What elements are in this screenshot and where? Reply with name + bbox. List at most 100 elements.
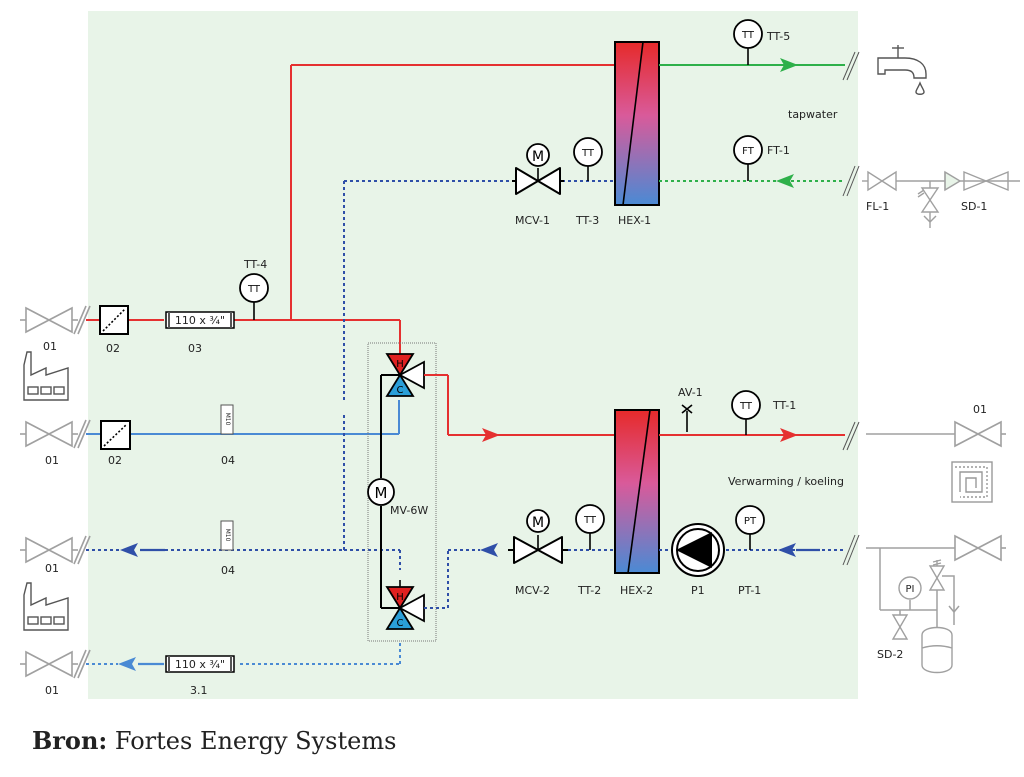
svg-text:110 x ¾": 110 x ¾"	[175, 314, 225, 327]
valve-01-return-31[interactable]	[20, 649, 91, 679]
av-1-air-vent[interactable]	[681, 404, 693, 432]
svg-text:TT: TT	[581, 148, 595, 159]
svg-text:TT: TT	[583, 515, 597, 526]
floor-heating-icon	[951, 461, 993, 503]
tt-1-label: TT-1	[772, 399, 796, 412]
tapwater-label: tapwater	[788, 108, 838, 121]
tt-3-label: TT-3	[575, 214, 599, 227]
hex-1-label: HEX-1	[618, 214, 651, 227]
valve-01-label: 01	[45, 684, 59, 697]
svg-text:H: H	[396, 359, 404, 370]
valve-01-cold-in[interactable]	[20, 419, 91, 449]
mcv-2-valve[interactable]: M	[508, 509, 568, 564]
svg-text:M: M	[375, 484, 388, 502]
sd-1-label: SD-1	[961, 200, 987, 213]
flow-arrow-left	[776, 174, 794, 188]
pipe-04-label: 04	[221, 564, 235, 577]
ft-1-sensor[interactable]: FT	[733, 135, 763, 181]
svg-text:TT: TT	[247, 284, 261, 295]
sd-1-valve-group[interactable]	[900, 170, 1020, 228]
fl-1-label: FL-1	[866, 200, 889, 213]
hot-supply-line	[86, 64, 615, 355]
pt-1-sensor[interactable]: PT	[735, 505, 765, 550]
svg-text:110 x ¾": 110 x ¾"	[175, 658, 225, 671]
tt-4-sensor[interactable]: TT	[239, 273, 269, 320]
pipe-03-label: 03	[188, 342, 202, 355]
flow-arrow-right	[780, 58, 798, 72]
hex-2-label: HEX-2	[620, 584, 653, 597]
mv-6w-label: MV-6W	[390, 504, 428, 517]
svg-text:PI: PI	[906, 584, 915, 595]
pipe-break-mark	[842, 534, 860, 566]
tt-3-sensor[interactable]: TT	[573, 137, 603, 181]
filter-02-cold[interactable]	[100, 420, 131, 450]
external-heating-return	[866, 547, 960, 628]
cold-return-31-line	[86, 640, 401, 665]
caption-prefix: Bron:	[32, 726, 108, 755]
svg-text:FT: FT	[742, 146, 755, 157]
flow-arrow-left	[778, 543, 796, 557]
caption-source: Fortes Energy Systems	[114, 727, 397, 755]
mcv-2-label: MCV-2	[515, 584, 550, 597]
mv-6w-motor[interactable]: M	[367, 478, 395, 506]
mv-6w-lower-valve[interactable]: H C	[385, 580, 425, 630]
tt-5-sensor[interactable]: TT	[733, 19, 763, 65]
system-panel	[88, 11, 858, 699]
m10-tag: M10	[220, 404, 234, 435]
mv-6w-linkage	[380, 374, 400, 609]
pipe-break-mark	[842, 165, 860, 197]
tt-1-sensor[interactable]: TT	[731, 390, 761, 435]
pi-gauge[interactable]: PI	[898, 576, 922, 600]
p1-pump[interactable]	[671, 523, 725, 577]
cold-supply-line	[86, 400, 400, 435]
source-caption: Bron: Fortes Energy Systems	[32, 726, 396, 755]
tt-2-label: TT-2	[577, 584, 601, 597]
av-1-label: AV-1	[678, 386, 703, 399]
valve-01-hot-in[interactable]	[20, 305, 91, 335]
filter-02-label: 02	[108, 454, 122, 467]
faucet-icon	[877, 45, 927, 95]
mcv-1-valve[interactable]: M	[512, 143, 564, 195]
flow-arrow-right	[482, 428, 500, 442]
tt-2-sensor[interactable]: TT	[575, 504, 605, 550]
pipe-31-label: 3.1	[190, 684, 208, 697]
ft-1-label: FT-1	[767, 144, 790, 157]
flow-arrow-right	[780, 428, 798, 442]
pipe-break-mark	[842, 51, 860, 81]
valve-01-label: 01	[973, 403, 987, 416]
pt-1-label: PT-1	[738, 584, 761, 597]
svg-text:M: M	[532, 149, 544, 165]
svg-text:M10: M10	[224, 529, 231, 542]
p1-label: P1	[691, 584, 705, 597]
fl-1-valve[interactable]	[862, 170, 900, 192]
heating-cooling-label: Verwarming / koeling	[728, 475, 844, 488]
flow-arrow-left	[118, 657, 136, 671]
return-to-mv6w-line	[424, 549, 615, 609]
safety-relief-valve[interactable]	[928, 559, 946, 591]
m10-tag: M10	[220, 520, 234, 551]
pipe-spec-03: 110 x ¾"	[165, 311, 235, 329]
sd-2-valve[interactable]	[891, 614, 909, 640]
factory-icon	[23, 351, 69, 401]
svg-text:PT: PT	[744, 516, 757, 527]
mv-6w-upper-valve[interactable]: H C	[385, 353, 425, 397]
svg-text:C: C	[397, 385, 404, 396]
valve-01-label: 01	[43, 340, 57, 353]
flow-arrow-left	[480, 543, 498, 557]
pipe-spec-31: 110 x ¾"	[165, 655, 235, 673]
expansion-vessel[interactable]	[921, 626, 953, 674]
svg-text:TT: TT	[741, 30, 755, 41]
svg-text:M: M	[532, 515, 544, 531]
mcv-1-label: MCV-1	[515, 214, 550, 227]
filter-02-label: 02	[106, 342, 120, 355]
tt-5-label: TT-5	[766, 30, 790, 43]
factory-icon	[23, 582, 69, 631]
valve-01-cold-out[interactable]	[20, 535, 91, 565]
valve-heating-return[interactable]	[954, 534, 1006, 562]
filter-02-hot[interactable]	[99, 305, 129, 335]
svg-text:C: C	[397, 618, 404, 629]
valve-01-heating[interactable]	[954, 420, 1006, 448]
hex-2-heat-exchanger[interactable]	[614, 409, 660, 574]
hex-1-heat-exchanger[interactable]	[614, 41, 660, 206]
